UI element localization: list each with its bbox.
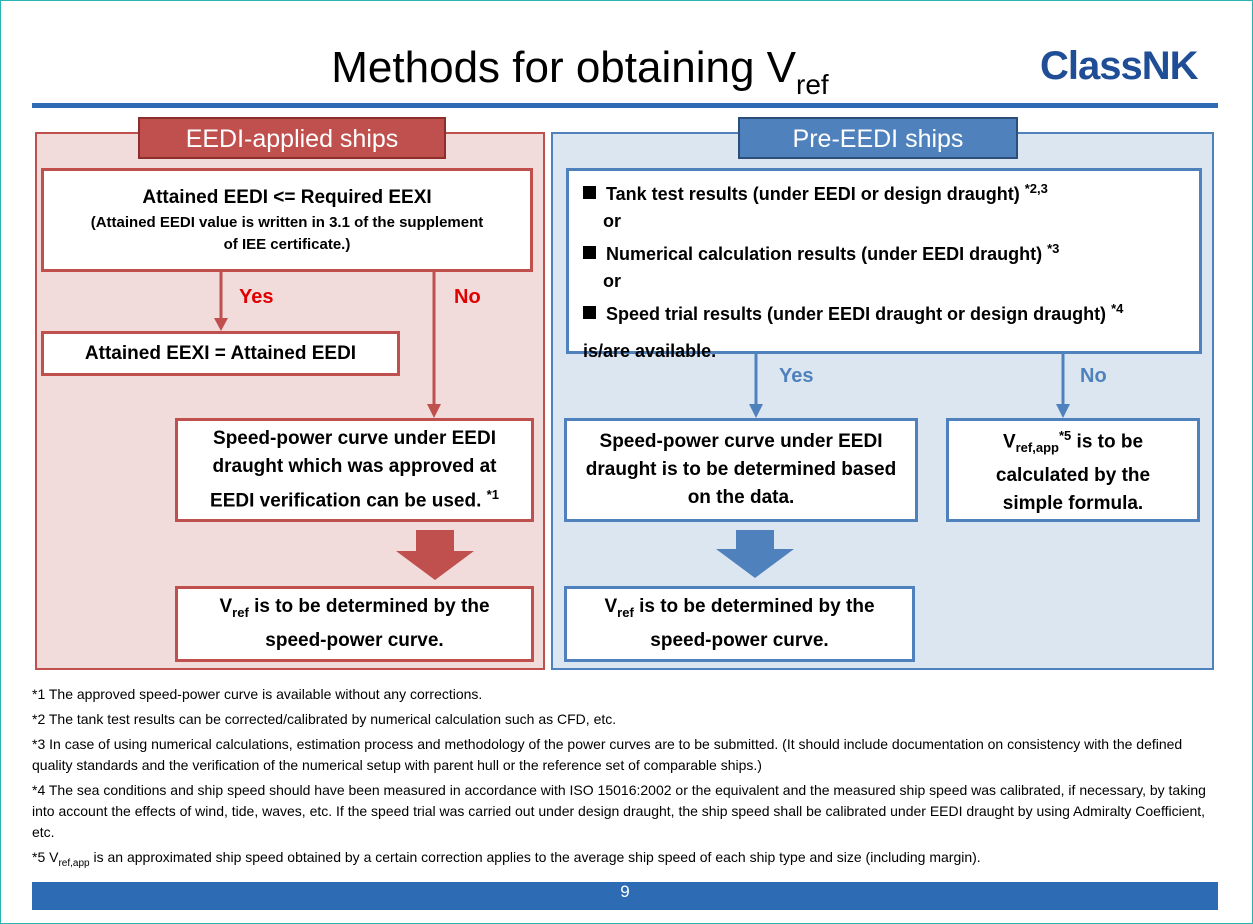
formula-v: V [1002,431,1016,453]
formula-rest: is to be [1071,431,1144,453]
left-vref-rest: is to be determined by the [248,596,490,618]
title-rule [32,103,1218,108]
left-curve-line2: draught which was approved at [212,455,497,477]
condition-main: Attained EEDI <= Required EEXI [142,187,432,208]
footnote-5-sub: ref,app [58,857,90,869]
eexi-equals-eedi-box: Attained EEXI = Attained EEDI [41,331,400,376]
right-vref-box: Vref is to be determined by the speed-po… [564,586,915,662]
right-curve-line1: Speed-power curve under EEDI [599,431,883,452]
bullet-square-icon [583,306,596,319]
formula-line2: calculated by the [995,465,1151,487]
left-vref-line2: speed-power curve. [265,629,444,651]
right-yes-arrow [749,354,763,418]
right-vref-line2: speed-power curve. [650,629,829,651]
item-numerical-calc-mark: *3 [1047,241,1060,256]
eedi-applied-tab: EEDI-applied ships [138,117,446,159]
left-vref-box: Vref is to be determined by the speed-po… [175,586,534,662]
right-speed-power-box: Speed-power curve under EEDI draught is … [564,418,918,522]
right-curve-line3: on the data. [687,487,795,508]
footnote-5: *5 Vref,app is an approximated ship spee… [32,847,1222,874]
simple-formula-box: Vref,app*5 is to be calculated by the si… [946,418,1200,522]
left-curve-line1: Speed-power curve under EEDI [213,427,496,449]
bullet-square-icon [583,246,596,259]
right-vref-v: V [604,596,618,618]
or-1: or [603,211,621,231]
left-down-arrow [396,530,474,580]
formula-sub: ref,app [1015,440,1059,456]
footnote-5-pre: *5 V [32,849,59,865]
footnote-5-post: is an approximated ship speed obtained b… [89,849,981,865]
eedi-condition-box: Attained EEDI <= Required EEXI (Attained… [41,168,533,272]
classnk-logo: ClassNK [1040,44,1199,88]
left-speed-power-box: Speed-power curve under EEDI draught whi… [175,418,534,522]
item-speed-trial: Speed trial results (under EEDI draught … [606,304,1107,324]
footnote-1: *1 The approved speed-power curve is ava… [32,686,483,702]
left-no-arrow [427,272,441,418]
left-yes-label: Yes [239,286,274,308]
left-curve-mark: *1 [486,486,499,502]
footnotes: *1 The approved speed-power curve is ava… [32,684,1222,878]
item-tank-test-mark: *2,3 [1024,181,1048,196]
bullet-square-icon [583,186,596,199]
page-title: Methods for obtaining Vref [200,40,960,113]
or-2: or [603,271,621,291]
left-vref-v: V [219,596,233,618]
right-no-arrow [1056,354,1070,418]
right-curve-line2: draught is to be determined based [585,459,897,480]
footer-bar: 9 [32,882,1218,910]
data-availability-box: Tank test results (under EEDI or design … [566,168,1202,361]
pre-eedi-tab: Pre-EEDI ships [738,117,1018,159]
footnote-4: *4 The sea conditions and ship speed sho… [32,782,1206,840]
title-main: Methods for obtaining V [331,43,797,92]
formula-mark: *5 [1058,427,1072,443]
page-number: 9 [620,882,630,901]
right-down-arrow [716,530,794,578]
footnote-3: *3 In case of using numerical calculatio… [32,736,1183,773]
condition-note-line2: of IEE certificate.) [223,236,351,253]
title-subscript: ref [796,69,829,100]
item-speed-trial-mark: *4 [1111,301,1124,316]
condition-note-line1: (Attained EEDI value is written in 3.1 o… [90,214,484,231]
right-vref-sub: ref [617,604,634,620]
left-no-label: No [454,286,481,308]
left-curve-line3: EEDI verification can be used. [210,490,482,512]
item-numerical-calc: Numerical calculation results (under EED… [606,244,1043,264]
right-vref-rest: is to be determined by the [633,596,875,618]
right-no-label: No [1080,365,1107,387]
is-are-available: is/are available. [583,341,717,361]
formula-line3: simple formula. [1002,493,1144,515]
item-tank-test: Tank test results (under EEDI or design … [606,184,1020,204]
left-vref-sub: ref [232,604,249,620]
eexi-equals-eedi-text: Attained EEXI = Attained EEDI [84,342,357,364]
footnote-2: *2 The tank test results can be correcte… [32,711,617,727]
right-yes-label: Yes [779,365,814,387]
left-yes-arrow [214,272,228,331]
